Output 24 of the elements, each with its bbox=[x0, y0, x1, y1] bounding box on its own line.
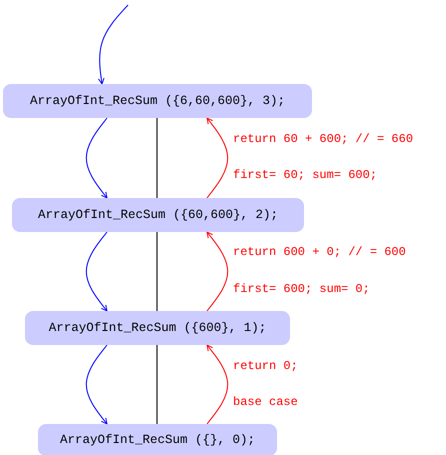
annotation-text: return 60 + 600; // = 660 bbox=[233, 132, 414, 146]
arrow bbox=[206, 118, 228, 198]
annotation-text: base case bbox=[233, 395, 298, 409]
call-text: ArrayOfInt_RecSum ({6,60,600}, 3); bbox=[30, 94, 286, 108]
arrow bbox=[206, 232, 228, 312]
arrow bbox=[206, 344, 228, 424]
connector-line bbox=[156, 344, 158, 424]
connector-line bbox=[156, 232, 158, 312]
call-text: ArrayOfInt_RecSum ({600}, 1); bbox=[48, 321, 266, 335]
connector-line bbox=[156, 118, 158, 198]
annotation-text: first= 600; sum= 0; bbox=[233, 282, 370, 296]
annotation-text: return 0; bbox=[233, 359, 298, 373]
arrow bbox=[86, 118, 108, 198]
arrow bbox=[86, 344, 108, 424]
call-box bbox=[3, 84, 312, 118]
annotation-text: first= 60; sum= 600; bbox=[233, 168, 378, 182]
annotation-text: return 600 + 0; // = 600 bbox=[233, 245, 406, 259]
call-box bbox=[38, 424, 277, 455]
call-box bbox=[12, 198, 304, 232]
arrow bbox=[98, 4, 128, 84]
call-text: ArrayOfInt_RecSum ({60,600}, 2); bbox=[38, 208, 278, 222]
arrow bbox=[86, 232, 108, 312]
call-box bbox=[25, 311, 290, 345]
call-text: ArrayOfInt_RecSum ({}, 0); bbox=[60, 433, 256, 447]
